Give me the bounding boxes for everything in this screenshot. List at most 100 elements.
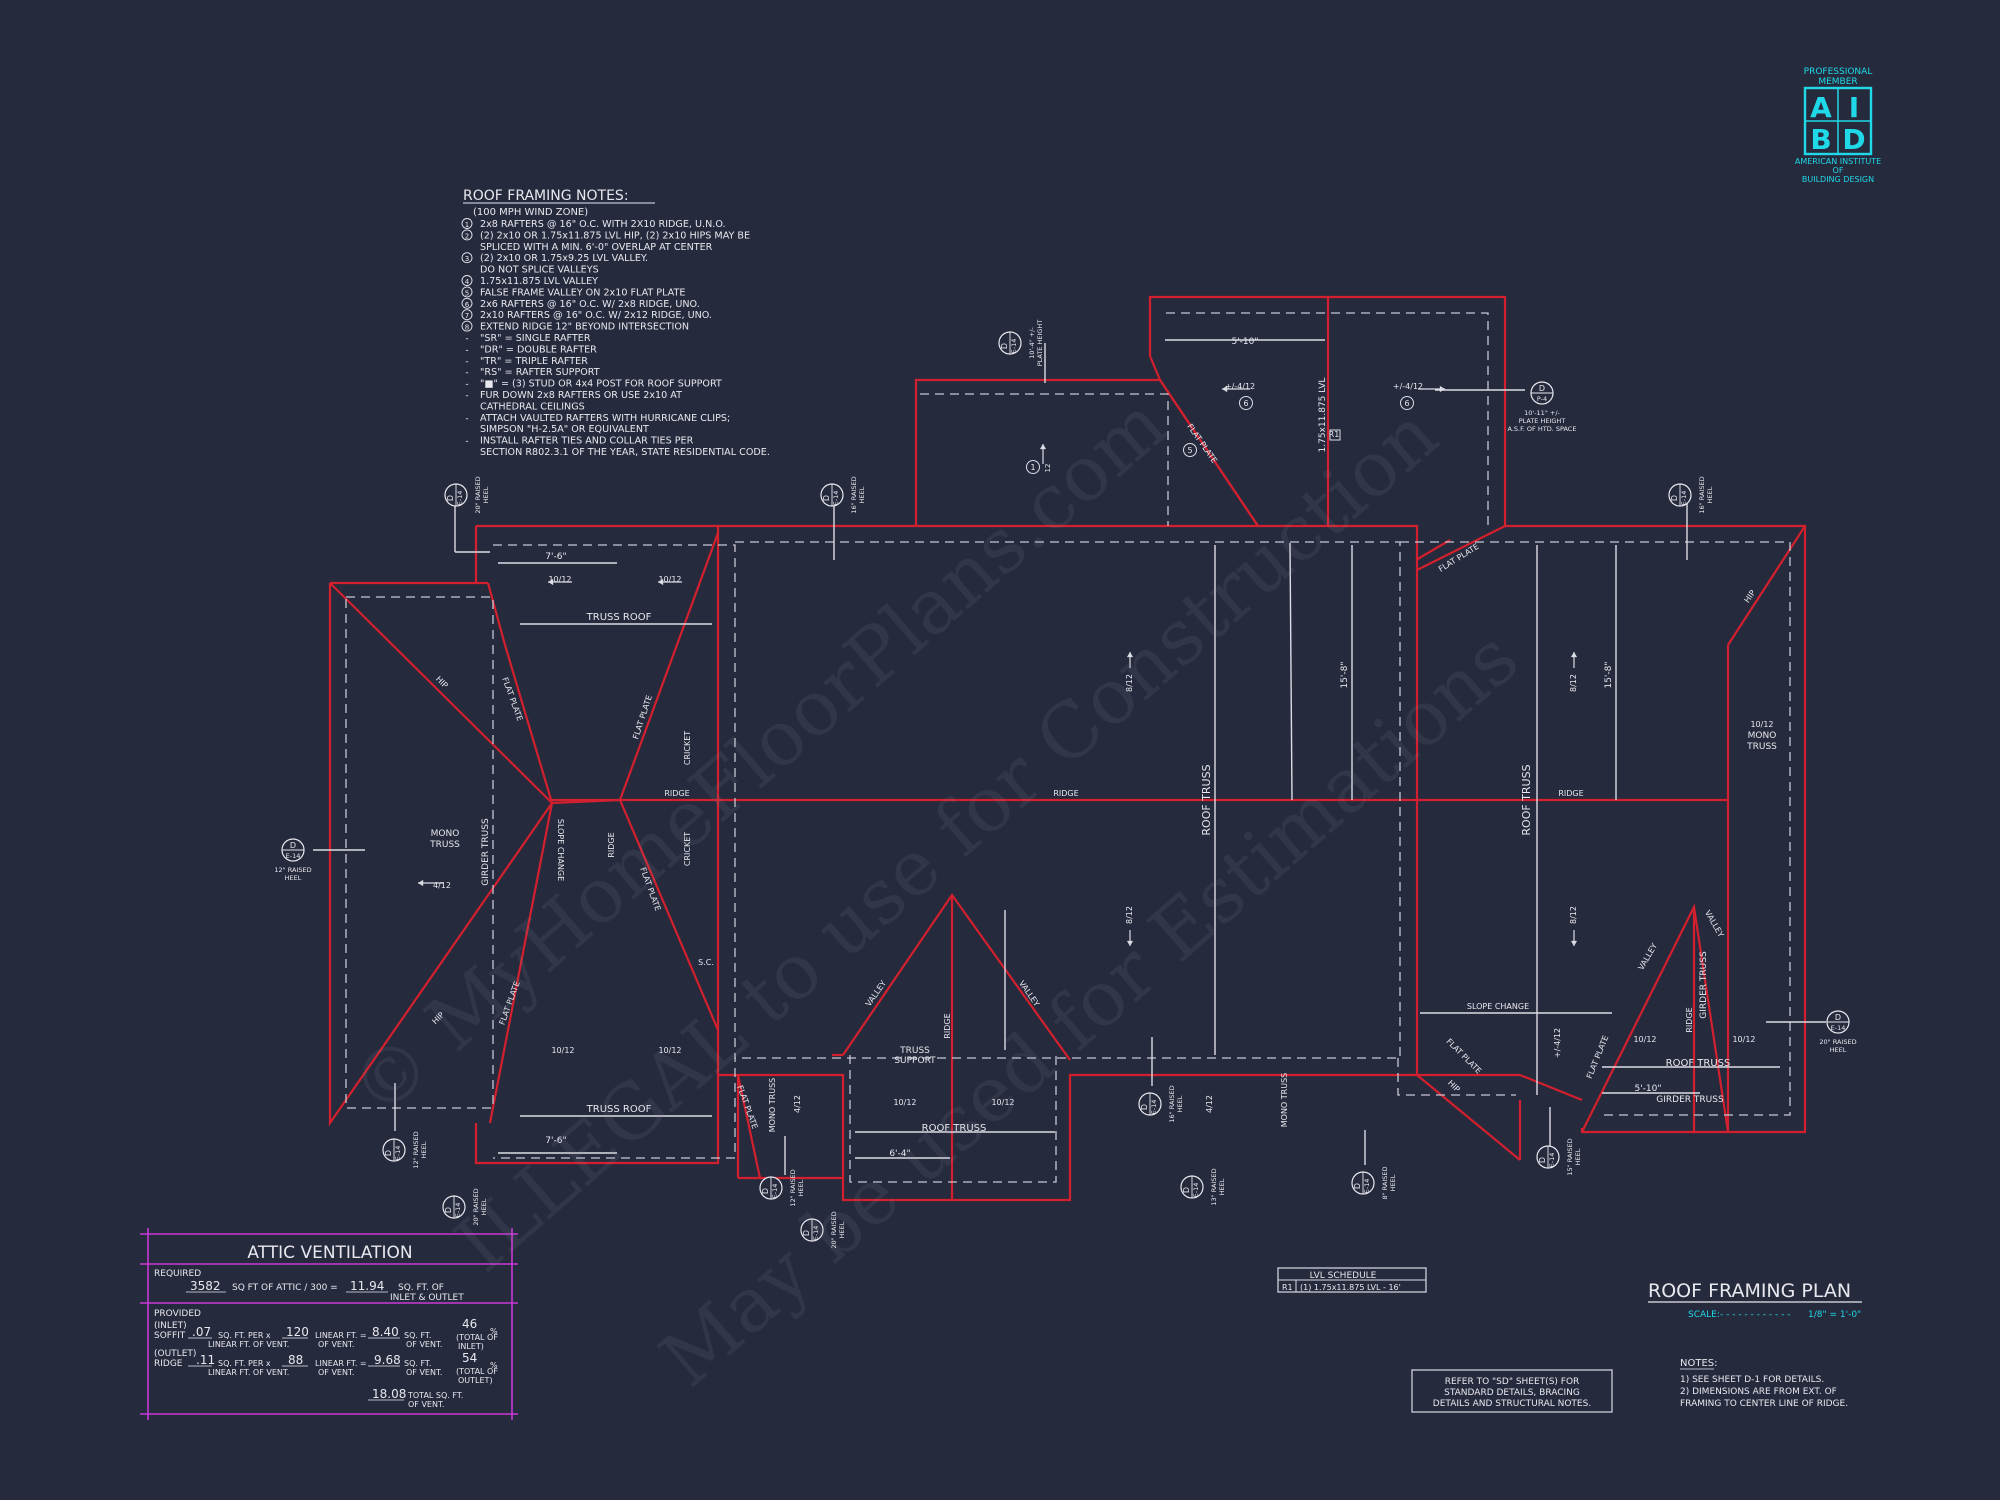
badge-line-1: AMERICAN INSTITUTE [1795, 157, 1881, 166]
refer-line-1: REFER TO "SD" SHEET(S) FOR [1445, 1377, 1580, 1387]
plan-label: SLOPE CHANGE [1467, 1002, 1529, 1011]
detail-callout-sheet: E-14 [1150, 1100, 1158, 1115]
plan-label: TRUSS [429, 840, 460, 850]
detail-callout-heel: 8" RAISED [1381, 1166, 1389, 1199]
detail-callout-sheet: E-14 [286, 852, 301, 860]
notes-line: (2) 2x10 OR 1.75x11.875 LVL HIP, (2) 2x1… [480, 230, 750, 241]
plan-label: 5'-10" [1634, 1084, 1661, 1094]
attic-soffit-sq: 8.40 [372, 1325, 399, 1339]
detail-callout-sheet: E-14 [1831, 1024, 1846, 1032]
detail-callout-letter: D [1140, 1104, 1149, 1110]
plan-label: 8/12 [1125, 906, 1134, 924]
slope-arrowhead [1570, 652, 1578, 658]
plan-label: 10/12 [658, 1046, 681, 1055]
notes-line: EXTEND RIDGE 12" BEYOND INTERSECTION [480, 322, 689, 333]
notes-marker: 2 [465, 232, 469, 240]
badge-top: PROFESSIONAL [1804, 67, 1873, 77]
plan-label: +/-4/12 [1393, 382, 1423, 391]
detail-callout-heel-2: PLATE HEIGHT [1036, 320, 1044, 367]
detail-callout-heel-3: A.S.F. OF HTD. SPACE [1508, 425, 1577, 433]
slope-arrowhead [1126, 940, 1134, 946]
notes-line: CATHEDRAL CEILINGS [480, 401, 585, 412]
attic-total-of-1: (TOTAL OF [456, 1333, 498, 1342]
notes-marker-circle [461, 229, 473, 241]
plan-label: VALLEY [1637, 942, 1659, 972]
plan-label: ROOF TRUSS [1520, 764, 1533, 835]
plan-label: GIRDER TRUSS [1656, 1095, 1724, 1105]
plan-label: R1 [1329, 430, 1340, 439]
notes-bullet: - [465, 357, 468, 367]
plan-label: MONO [431, 829, 460, 839]
plan-scale-label: SCALE: [1688, 1310, 1720, 1320]
wall-lines [345, 312, 1791, 1183]
refer-line-3: DETAILS AND STRUCTURAL NOTES. [1433, 1399, 1591, 1409]
notes-line: 1.75x11.875 LVL VALLEY [480, 276, 598, 287]
note-ref-number: 6 [1404, 399, 1409, 408]
plan-label: RIDGE [1558, 789, 1583, 798]
plan-label: RIDGE [1685, 1007, 1694, 1032]
attic-inlet-close: INLET) [458, 1342, 484, 1351]
general-note-2: 2) DIMENSIONS ARE FROM EXT. OF [1680, 1387, 1837, 1397]
notes-marker-circle [461, 286, 473, 298]
note-ref-number: 1 [1030, 463, 1035, 472]
lvl-schedule: LVL SCHEDULE R1 (1) 1.75x11.875 LVL - 16… [1277, 1267, 1427, 1293]
slope-arrowhead [658, 578, 664, 586]
detail-callout-sheet: E-14 [1680, 491, 1688, 506]
plan-label: GIRDER TRUSS [481, 818, 491, 886]
plan-label: MONO TRUSS [1280, 1073, 1289, 1127]
slope-arrowhead [1439, 385, 1445, 393]
attic-outlet-close: OUTLET) [458, 1376, 493, 1385]
detail-callout-sheet: E-14 [1010, 339, 1018, 354]
attic-total-text-2: OF VENT. [408, 1400, 444, 1409]
attic-ventilation-table: ATTIC VENTILATION REQUIRED 3582 SQ FT OF… [140, 1228, 518, 1420]
attic-pct-1: % [490, 1327, 498, 1336]
notes-marker: 4 [465, 278, 470, 286]
notes-marker: 1 [465, 221, 469, 229]
attic-sq-per-2: SQ. FT. PER x [218, 1359, 271, 1368]
plan-label: 10/12 [991, 1098, 1014, 1107]
slope-arrowhead [548, 578, 554, 586]
badge-letter-d: D [1842, 123, 1865, 156]
attic-soffit: SOFFIT [154, 1331, 186, 1341]
detail-callout-letter: D [444, 1207, 453, 1213]
plan-label: FLAT PLATE [1585, 1034, 1610, 1080]
slope-arrowhead [1570, 940, 1578, 946]
attic-sqft-text: SQ FT OF ATTIC / 300 = [232, 1283, 338, 1293]
attic-lin-ft-2: LINEAR FT. = [315, 1359, 367, 1368]
attic-ridge-lin: 88 [288, 1353, 303, 1367]
attic-soffit-val: .07 [192, 1325, 211, 1339]
attic-of-vent-2: OF VENT. [406, 1340, 442, 1349]
detail-callout-letter: D [290, 841, 296, 850]
detail-callout-sheet: E-14 [454, 1203, 462, 1218]
plan-label: +/-4/12 [1225, 382, 1255, 391]
detail-callout-letter: D [1670, 495, 1679, 501]
attic-required: REQUIRED [154, 1269, 201, 1279]
notes-bullet: - [465, 437, 468, 447]
attic-title: ATTIC VENTILATION [247, 1243, 412, 1263]
attic-total-val: 18.08 [372, 1387, 406, 1401]
notes-title: ROOF FRAMING NOTES: [463, 188, 629, 204]
detail-callout-letter: D [822, 495, 831, 501]
plan-label: S.C. [698, 958, 714, 967]
plan-label: 10/12 [893, 1098, 916, 1107]
plan-label: 10/12 [1633, 1035, 1656, 1044]
plan-scale-value: 1/8" = 1'-0" [1808, 1310, 1861, 1320]
detail-callout-heel: 10'-11" +/- [1524, 409, 1560, 417]
attic-result-text-2: INLET & OUTLET [390, 1293, 464, 1303]
attic-ridge-val: .11 [196, 1353, 215, 1367]
detail-callout-sheet: E-14 [771, 1184, 779, 1199]
plan-label: 10/12 [1732, 1035, 1755, 1044]
general-notes: NOTES: 1) SEE SHEET D-1 FOR DETAILS. 2) … [1680, 1358, 1848, 1409]
attic-sqft: 3582 [190, 1279, 221, 1293]
detail-callout-sheet: E-14 [832, 491, 840, 506]
note-ref-number: 5 [1187, 446, 1192, 455]
notes-line: SPLICED WITH A MIN. 6'-0" OVERLAP AT CEN… [480, 242, 713, 253]
detail-callout-sheet: E-14 [812, 1226, 820, 1241]
attic-soffit-lin: 120 [286, 1325, 309, 1339]
plan-label: 10/12 [551, 1046, 574, 1055]
notes-bullet: - [465, 380, 468, 390]
roof-framing-notes: ROOF FRAMING NOTES: (100 MPH WIND ZONE) … [461, 188, 770, 458]
detail-callout-heel: 12" RAISED [274, 866, 311, 874]
